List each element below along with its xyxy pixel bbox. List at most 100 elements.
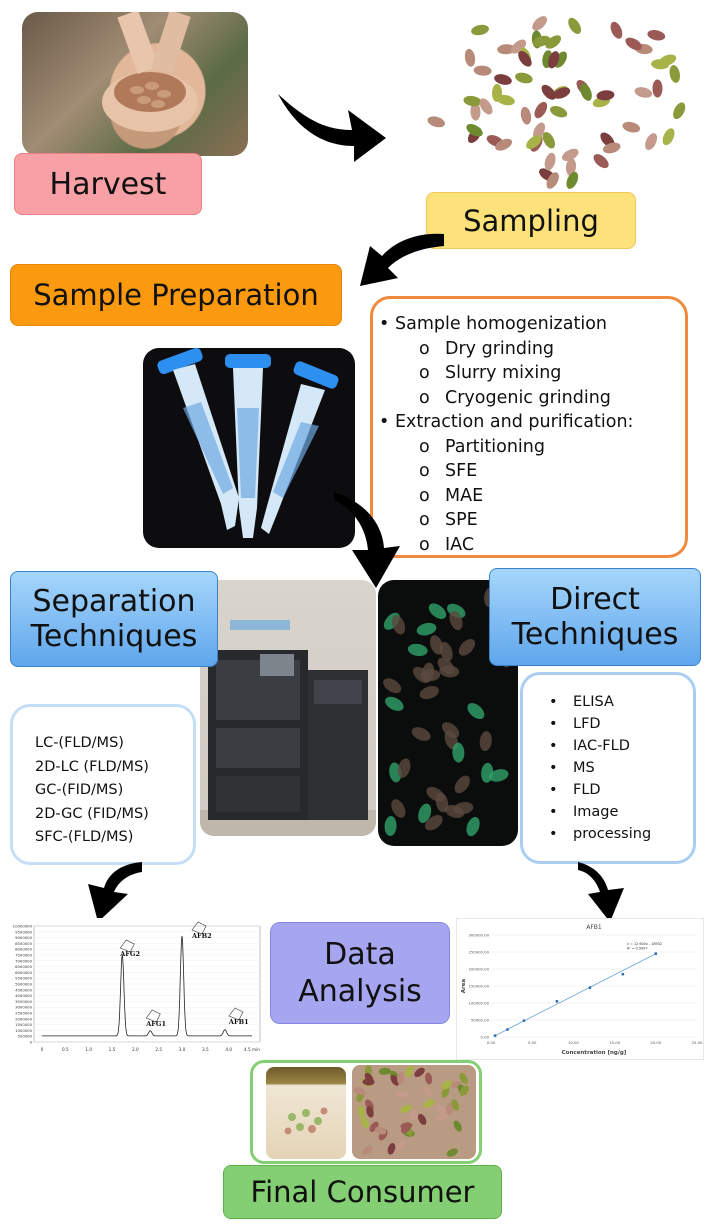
y-tick-label: 150000.00 <box>468 984 489 989</box>
pistachio-nut <box>511 39 527 54</box>
fluorescent-nut <box>420 669 441 682</box>
pistachio-bag-photo <box>352 1065 476 1159</box>
pistachio-nut <box>366 1105 374 1118</box>
sample-preparation-label: Sample Preparation <box>10 264 342 326</box>
trend-line <box>494 953 656 1036</box>
fluorescent-nut <box>428 603 447 619</box>
y-tick-label: 7000000 <box>15 958 32 963</box>
x-tick-label: 2.0 <box>132 1047 139 1052</box>
pistachio-nut <box>441 1080 452 1090</box>
list-item: FLD <box>523 779 693 801</box>
list-item: Cryogenic grinding <box>373 386 685 411</box>
pistachio-nut <box>422 1086 433 1097</box>
fluorescent-nut <box>419 686 439 700</box>
direct-to-calibration-arrow <box>578 862 624 922</box>
direct-title-line: Direct <box>550 581 640 617</box>
harvest-photo <box>22 12 248 156</box>
pistachio-nut <box>610 21 623 39</box>
pistachio-nut <box>662 128 675 146</box>
pistachio-nut <box>580 83 592 101</box>
pistachio-nut <box>446 1148 458 1157</box>
list-item: LFD <box>523 713 693 735</box>
direct-title-line: Techniques <box>511 617 679 652</box>
fluorescent-nut <box>454 775 471 794</box>
molecule-structure <box>145 1009 161 1023</box>
list-item: Partitioning <box>373 435 685 460</box>
harvest-to-sampling-arrow <box>278 94 386 162</box>
pistachio-nut <box>533 122 546 140</box>
pistachio-nut <box>387 1142 396 1155</box>
y-tick-label: 50000.00 <box>471 1018 490 1023</box>
pistachio-nut <box>405 1065 414 1078</box>
y-tick-label: 5500000 <box>15 976 32 981</box>
y-tick-label: 250000.00 <box>468 950 489 955</box>
pistachio-nut <box>494 74 512 85</box>
pistachio-nut <box>396 1139 406 1151</box>
pistachio-nut <box>534 101 548 119</box>
y-tick-label: 6500000 <box>15 964 32 969</box>
pistachio-nut <box>470 102 481 121</box>
pistachio-nut <box>645 133 658 151</box>
fluorescent-nut <box>479 731 492 752</box>
fluorescent-nut <box>467 703 485 720</box>
pistachio-nut <box>647 30 666 41</box>
pistachio-nut <box>495 138 513 151</box>
list-item: MS <box>523 757 693 779</box>
pistachio-nut <box>634 87 653 98</box>
fluorescent-nut <box>391 799 406 818</box>
pistachio-nut <box>651 59 670 70</box>
sample-preparation-methods: Sample homogenization Dry grinding Slurr… <box>370 296 688 558</box>
y-tick-label: 7500000 <box>15 953 32 958</box>
pistachio-nut <box>410 1108 418 1121</box>
list-item-continuation: processing <box>523 823 693 845</box>
fluorescent-nut <box>384 816 397 837</box>
pistachio-nut <box>463 95 482 107</box>
pistachio-nut <box>459 1072 468 1084</box>
list-item: Sample homogenization <box>373 312 685 337</box>
fluorescent-nut <box>418 803 432 823</box>
pistachio-nut <box>423 1099 435 1108</box>
pistachio-nut <box>532 16 548 31</box>
peak-label: AFB1 <box>228 1018 249 1026</box>
fluorescent-nut <box>466 816 480 837</box>
list-item: SPE <box>373 508 685 533</box>
fluorescent-nut <box>453 802 474 815</box>
fluorescent-nut <box>441 722 460 738</box>
fluorescent-nut <box>429 635 444 655</box>
list-item: SFE <box>373 459 685 484</box>
y-tick-label: 4500000 <box>15 987 32 992</box>
list-item: IAC-FLD <box>523 735 693 757</box>
pistachio-nut <box>378 1067 391 1075</box>
x-tick-label: 3.5 <box>202 1047 209 1052</box>
pistachio-nut <box>396 1090 409 1098</box>
list-item: MAE <box>373 484 685 509</box>
pistachio-nut <box>561 148 579 162</box>
pistachio-nut <box>390 1074 400 1086</box>
pistachio-nut <box>602 142 621 154</box>
y-tick-label: 2500000 <box>15 1011 32 1016</box>
fluorescent-nut <box>397 758 411 778</box>
regression-equation: y = 12 600x - 18932 <box>627 942 662 946</box>
pistachio-nut <box>622 121 641 133</box>
data-point <box>555 999 559 1003</box>
x-tick-label: 1.0 <box>85 1047 92 1052</box>
pistachio-nut <box>451 1099 460 1111</box>
calibration-title: AFB1 <box>586 924 602 931</box>
pistachio-nut <box>669 65 680 83</box>
pistachio-nut <box>497 44 516 55</box>
y-tick-label: 8500000 <box>15 941 32 946</box>
fluorescent-nut <box>411 727 431 741</box>
x-axis-label: Concentration [ng/g] <box>562 1050 627 1056</box>
pistachio-nut <box>473 65 492 76</box>
pistachio-nut <box>400 1104 412 1113</box>
y-tick-label: 3500000 <box>15 999 32 1004</box>
peak-label: AFG2 <box>119 950 140 958</box>
x-tick-label: 15.00 <box>609 1040 620 1045</box>
list-item: Extraction and purification: <box>373 410 685 435</box>
fluorescent-nut <box>437 657 455 675</box>
data-title-line: Analysis <box>298 974 422 1009</box>
y-tick-label: 2000000 <box>15 1016 32 1021</box>
